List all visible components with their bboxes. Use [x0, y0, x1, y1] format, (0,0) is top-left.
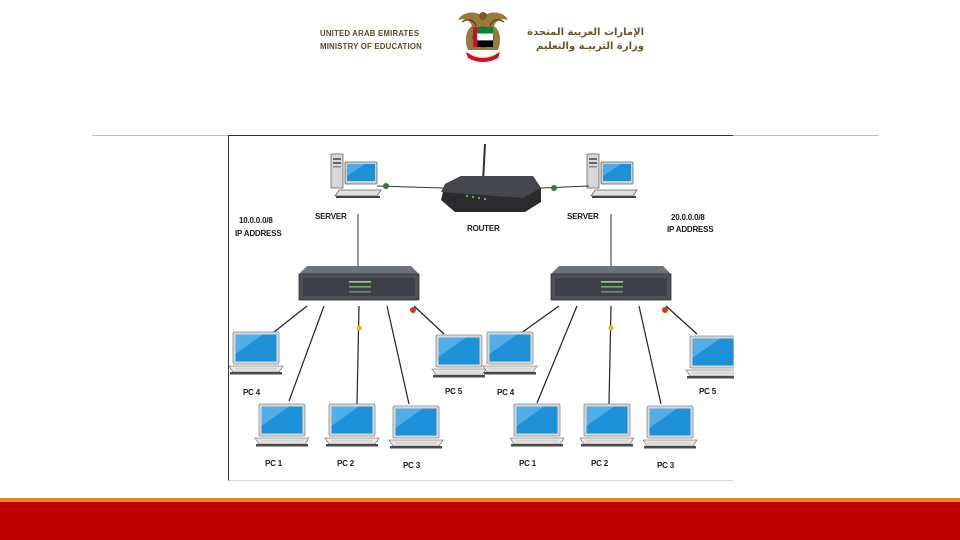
left-pc2-label: PC 2 — [337, 459, 354, 468]
country-name-ar: الإمارات العربية المتحدة — [527, 27, 644, 38]
left-address-caption: IP ADDRESS — [235, 229, 281, 238]
right-network-address: 20.0.0.0/8 — [671, 213, 705, 222]
link-status-led — [410, 307, 416, 313]
footer-bar — [0, 502, 960, 540]
left-pc5-icon — [432, 335, 486, 378]
right-pc3-icon — [643, 406, 697, 449]
right-pc1-icon — [510, 404, 564, 447]
right-server-label: SERVER — [567, 212, 599, 221]
right-server-icon — [587, 154, 637, 198]
left-pc1-label: PC 1 — [265, 459, 282, 468]
right-pc-cables — [517, 306, 697, 404]
link-status-led — [356, 325, 361, 330]
router-icon — [441, 144, 541, 212]
left-server-icon — [331, 154, 381, 198]
link-status-led — [551, 185, 557, 191]
right-address-caption: IP ADDRESS — [667, 225, 713, 234]
right-pc5-label: PC 5 — [699, 387, 716, 396]
left-switch-icon — [299, 266, 419, 300]
ministry-name-en: MINISTRY OF EDUCATION — [320, 42, 422, 51]
country-name-en: UNITED ARAB EMIRATES — [320, 29, 419, 38]
right-switch-icon — [551, 266, 671, 300]
right-pc2-label: PC 2 — [591, 459, 608, 468]
right-pc3-label: PC 3 — [657, 461, 674, 470]
right-pc2-icon — [580, 404, 634, 447]
right-pc4-label: PC 4 — [497, 388, 514, 397]
left-pc4-icon — [229, 332, 283, 375]
link-status-led — [608, 325, 613, 330]
left-pc-cables — [269, 306, 444, 404]
left-pc5-label: PC 5 — [445, 387, 462, 396]
left-server-label: SERVER — [315, 212, 347, 221]
network-diagram-canvas — [229, 136, 734, 482]
router-label: ROUTER — [467, 224, 500, 233]
ministry-header: UNITED ARAB EMIRATES MINISTRY OF EDUCATI… — [312, 6, 652, 70]
right-pc4-icon — [483, 332, 537, 375]
right-pc5-icon — [686, 336, 734, 379]
ministry-name-ar: وزارة التربيـة والتعليم — [536, 41, 644, 52]
link-status-led — [662, 307, 668, 313]
left-pc2-icon — [325, 404, 379, 447]
left-pc4-label: PC 4 — [243, 388, 260, 397]
link-status-led — [383, 183, 389, 189]
left-pc1-icon — [255, 404, 309, 447]
right-pc1-label: PC 1 — [519, 459, 536, 468]
left-pc3-label: PC 3 — [403, 461, 420, 470]
uae-emblem-logo — [452, 6, 514, 70]
right-server-router-link — [541, 186, 589, 188]
left-network-address: 10.0.0.0/8 — [239, 216, 273, 225]
left-pc3-icon — [389, 406, 443, 449]
network-diagram: ROUTER SERVER 10.0.0.0/8 IP ADDRESS SERV… — [228, 135, 733, 481]
